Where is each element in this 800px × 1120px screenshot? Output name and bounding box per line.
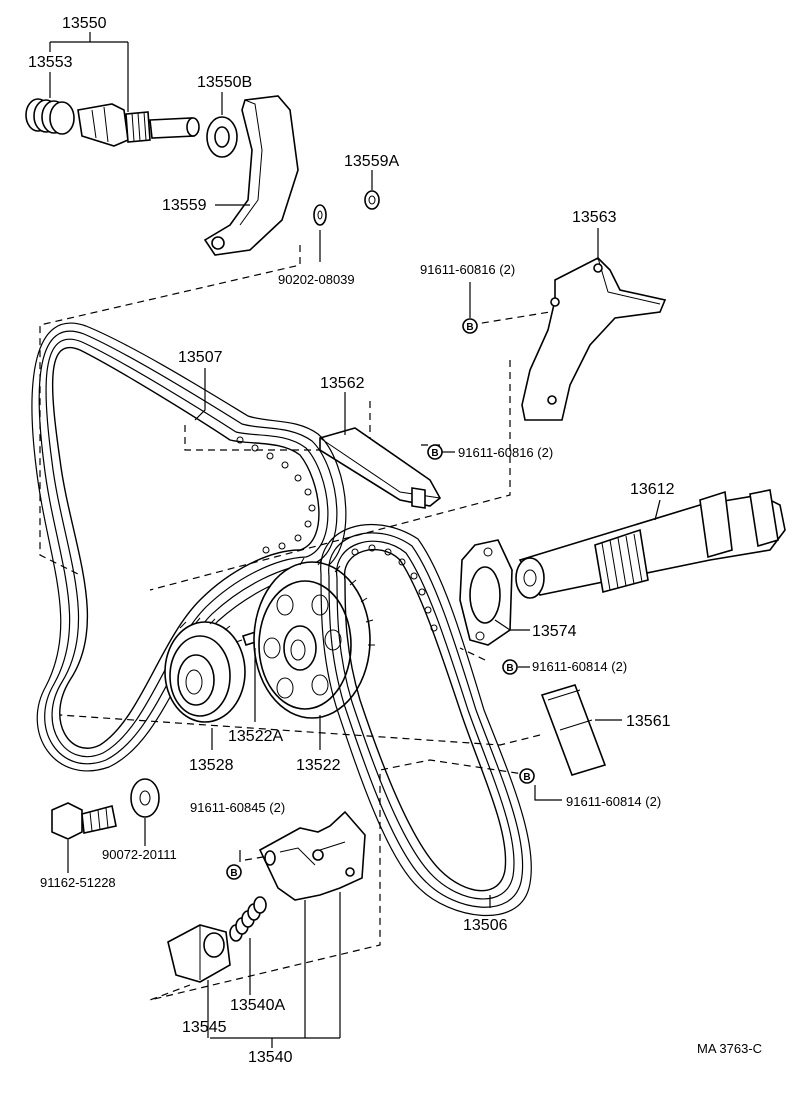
label-91611-60814-b: 91611-60814 (2) <box>566 794 661 809</box>
svg-text:B: B <box>466 322 473 333</box>
label-13522: 13522 <box>296 757 341 774</box>
washer-90202-08039 <box>313 204 327 226</box>
svg-text:B: B <box>523 772 530 783</box>
washer-13550b <box>206 116 238 158</box>
chain-guide-13562 <box>319 427 442 509</box>
gasket-13574 <box>459 539 513 646</box>
label-91611-60816-b: 91611-60816 (2) <box>458 445 553 460</box>
drawing-code: MA 3763-C <box>697 1041 762 1056</box>
chain-tensioner-assembly <box>25 98 238 158</box>
label-91611-60845: 91611-60845 (2) <box>190 800 285 815</box>
label-91611-60814-a: 91611-60814 (2) <box>532 659 627 674</box>
label-13550: 13550 <box>62 15 107 32</box>
label-13506: 13506 <box>463 917 508 934</box>
part-labels: 13550 13553 13550B 13559A 13559 90202-08… <box>28 15 762 1066</box>
label-13612: 13612 <box>630 481 675 498</box>
svg-text:B: B <box>506 663 513 674</box>
timing-chain-13507 <box>31 322 347 772</box>
camshaft-sprocket-13522 <box>253 557 375 719</box>
crankshaft-sprocket-13528 <box>164 617 246 723</box>
label-91162-51228: 91162-51228 <box>40 875 116 890</box>
timing-chain-13506 <box>320 524 532 917</box>
bolt-markers: B B B B B <box>226 318 535 880</box>
label-13559: 13559 <box>162 197 207 214</box>
label-13528: 13528 <box>189 757 234 774</box>
tensioner-spring <box>25 98 75 135</box>
label-13540a: 13540A <box>230 997 285 1014</box>
label-13563: 13563 <box>572 209 617 226</box>
plunger-13545 <box>167 924 231 983</box>
label-13553: 13553 <box>28 54 73 71</box>
svg-text:B: B <box>230 868 237 879</box>
washer-90072-20111 <box>130 778 160 818</box>
label-90202-08039: 90202-08039 <box>278 272 355 287</box>
drive-shaft-13612 <box>515 489 786 599</box>
leader-lines <box>49 32 661 1048</box>
label-13540: 13540 <box>248 1049 293 1066</box>
label-13562: 13562 <box>320 375 365 392</box>
tensioner-assembly-13540 <box>258 810 366 901</box>
label-13559a: 13559A <box>344 153 399 170</box>
svg-text:B: B <box>431 448 438 459</box>
tensioner-spring-13540a <box>229 896 267 942</box>
label-13550b: 13550B <box>197 74 252 91</box>
bolt-91162-51228 <box>51 802 117 840</box>
damper-13561 <box>540 684 607 776</box>
label-13522a: 13522A <box>228 728 283 745</box>
label-13574: 13574 <box>532 623 577 640</box>
label-13507: 13507 <box>178 349 223 366</box>
label-13561: 13561 <box>626 713 671 730</box>
label-13545: 13545 <box>182 1019 227 1036</box>
chain-slipper <box>203 95 299 256</box>
label-90072-20111: 90072-20111 <box>102 847 177 862</box>
chain-damper-13563 <box>521 257 667 421</box>
label-91611-60816-a: 91611-60816 (2) <box>420 262 515 277</box>
ring-13559a <box>364 190 380 210</box>
